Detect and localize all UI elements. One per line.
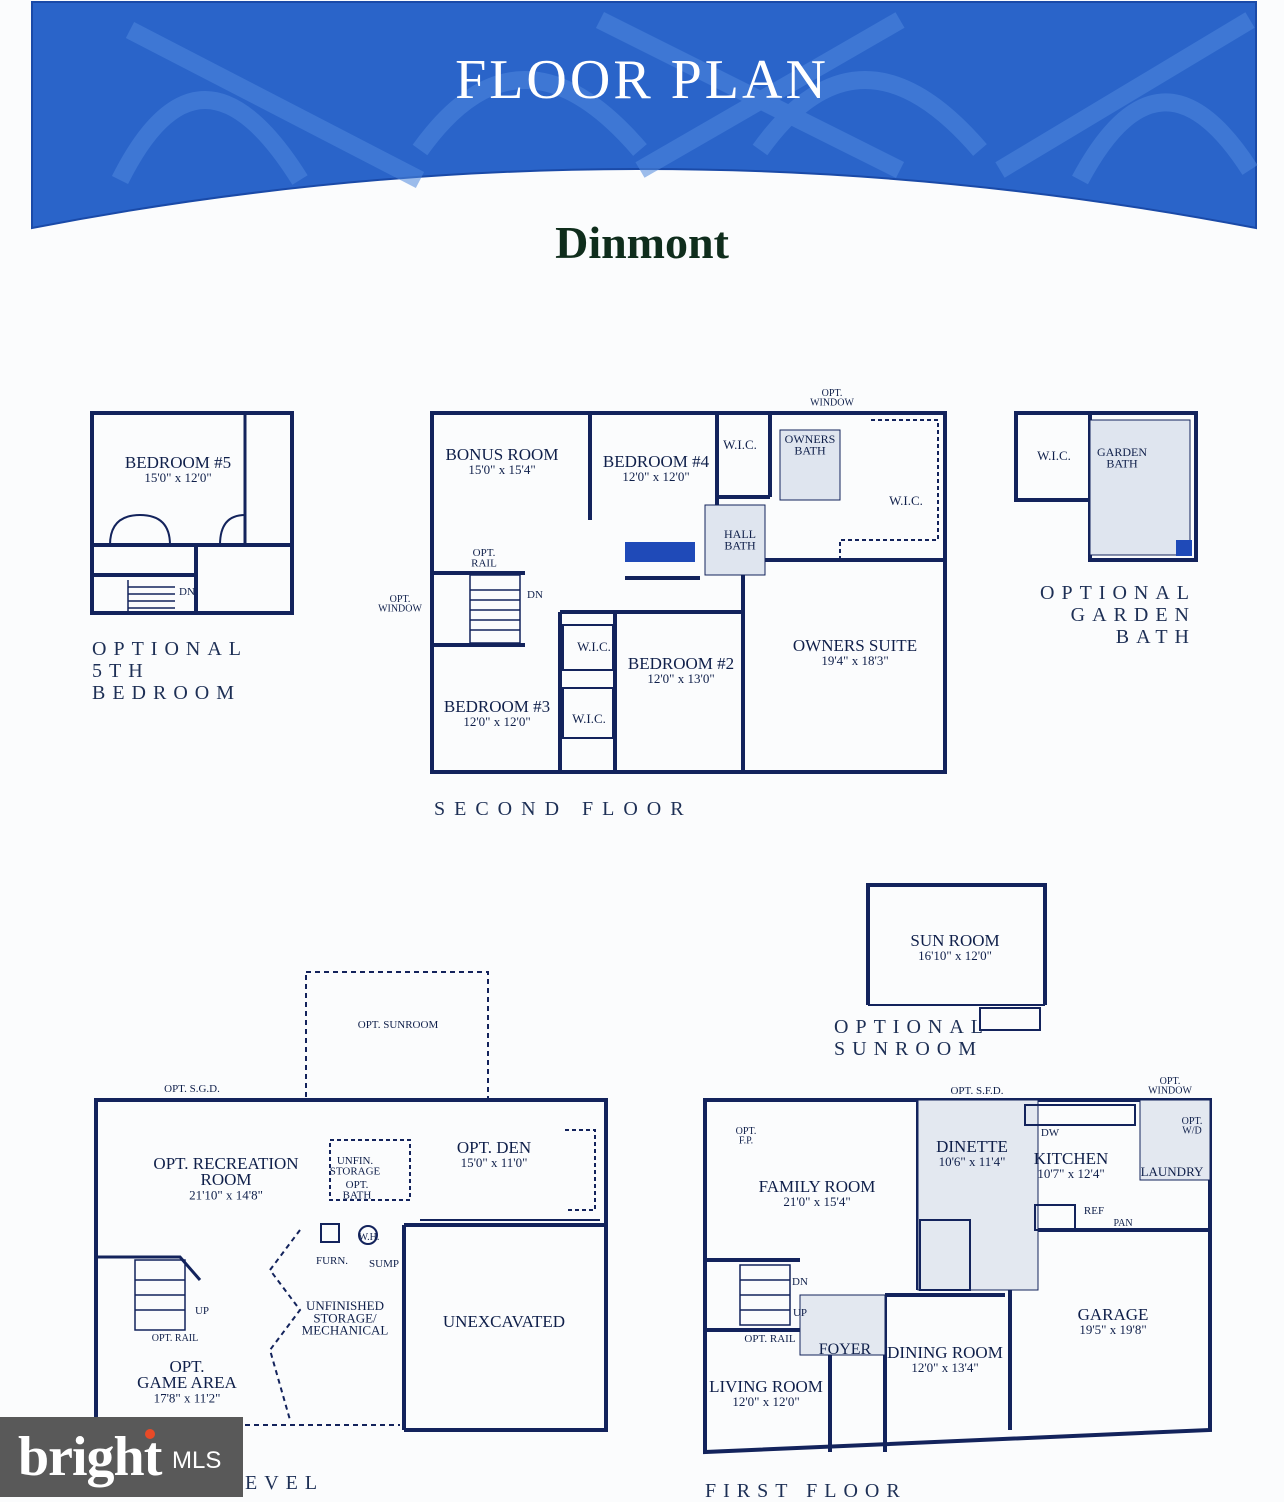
small-labels-dn: DN (179, 586, 195, 598)
small-labels-unexcavated: UNEXCAVATED (443, 1312, 565, 1331)
second-floor-plan (430, 411, 947, 774)
rooms-garage-size: 19'5" x 19'8" (1079, 1322, 1146, 1337)
optional-garden-bath-plan (1014, 411, 1198, 562)
label-optional-sunroom: OPTIONAL SUNROOM (834, 1016, 990, 1060)
small-labels-wic: W.I.C. (577, 639, 611, 654)
logo-dot-icon (145, 1429, 155, 1439)
small-labels-opt-rail: OPT.RAIL (471, 547, 497, 569)
header-band (31, 1, 1258, 230)
small-labels-dn: DN (792, 1276, 808, 1288)
rooms-opt-game-area-size: 17'8" x 11'2" (154, 1390, 221, 1405)
small-labels-pan: PAN (1113, 1218, 1132, 1229)
rooms-bedroom5-size: 15'0" x 12'0" (144, 470, 211, 485)
rooms-living-room-name: LIVING ROOM (709, 1377, 823, 1396)
small-labels-opt-window: OPT.WINDOW (810, 388, 854, 409)
logo-word: bright (18, 1426, 162, 1488)
small-labels-opt-wd: OPT.W/D (1182, 1116, 1203, 1137)
rooms-dinette-size: 10'6" x 11'4" (939, 1154, 1006, 1169)
rooms-bedroom4-size: 12'0" x 12'0" (622, 469, 689, 484)
rooms-dining-room-name: DINING ROOM (887, 1343, 1003, 1362)
label-second-floor: SECOND FLOOR (434, 798, 693, 820)
small-labels-wic: W.I.C. (889, 493, 923, 508)
model-name: Dinmont (555, 217, 729, 268)
rooms-owners-suite-size: 19'4" x 18'3" (821, 653, 888, 668)
rooms-bedroom3-size: 12'0" x 12'0" (463, 714, 530, 729)
label-lower-level: EVEL (245, 1472, 325, 1494)
rooms-living-room-size: 12'0" x 12'0" (732, 1394, 799, 1409)
small-labels-wh: W.H. (359, 1232, 380, 1243)
rooms-bedroom2-name: BEDROOM #2 (628, 654, 734, 673)
rooms-bonus-room-name: BONUS ROOM (446, 445, 559, 464)
bright-mls-logo: bright MLS (0, 1417, 243, 1497)
small-labels-wic: W.I.C. (1037, 448, 1071, 463)
rooms-bedroom5-name: BEDROOM #5 (125, 453, 231, 472)
rooms-kitchen-name: KITCHEN (1034, 1149, 1109, 1168)
optional-5th-bedroom-plan (90, 411, 294, 615)
small-labels-opt-bath: OPT.BATH (343, 1179, 372, 1201)
logo-suffix: MLS (172, 1447, 222, 1474)
label-optional-garden-bath: OPTIONAL GARDEN BATH (1040, 582, 1196, 648)
rooms-opt-recreation-room-size: 21'10" x 14'8" (189, 1187, 263, 1202)
small-labels-opt-rail-single: OPT. RAIL (744, 1333, 795, 1345)
rooms-sun-room-name: SUN ROOM (910, 931, 999, 950)
rooms-bedroom3-name: BEDROOM #3 (444, 697, 550, 716)
small-labels-opt-sunroom: OPT. SUNROOM (358, 1019, 439, 1031)
lower-level-plan (94, 971, 608, 1432)
small-labels-furn: FURN. (316, 1255, 348, 1267)
small-labels-ref: REF (1084, 1205, 1104, 1217)
header-title: FLOOR PLAN (455, 49, 829, 111)
rooms-family-room-name: FAMILY ROOM (759, 1177, 876, 1196)
small-labels-up: UP (195, 1305, 209, 1317)
small-labels-opt-sfd: OPT. S.F.D. (950, 1085, 1003, 1097)
small-labels-opt-fp: OPT.F.P. (736, 1126, 757, 1147)
first-floor-plan (703, 1098, 1212, 1455)
rooms-owners-suite-name: OWNERS SUITE (793, 636, 917, 655)
small-labels-dn: DN (527, 589, 543, 601)
small-labels-wic: W.I.C. (572, 711, 606, 726)
rooms-family-room-size: 21'0" x 15'4" (783, 1194, 850, 1209)
small-labels-opt-sgd: OPT. S.G.D. (164, 1083, 220, 1095)
rooms-opt-den-size: 15'0" x 11'0" (461, 1155, 528, 1170)
label-first-floor: FIRST FLOOR (705, 1480, 907, 1502)
small-labels-wic: W.I.C. (723, 437, 757, 452)
rooms-kitchen-size: 10'7" x 12'4" (1037, 1166, 1104, 1181)
small-labels-opt-window: OPT.WINDOW (1148, 1076, 1192, 1097)
small-labels-opt-window: OPT.WINDOW (378, 594, 422, 615)
rooms-dining-room-size: 12'0" x 13'4" (911, 1360, 978, 1375)
rooms-opt-game-area-name: OPT.GAME AREA (137, 1357, 237, 1392)
small-labels-opt-rail-single: OPT. RAIL (152, 1333, 198, 1344)
rooms-sun-room-size: 16'10" x 12'0" (918, 948, 992, 963)
small-labels-unfin-storage: UNFIN.STORAGE (330, 1155, 381, 1177)
rooms-bedroom2-size: 12'0" x 13'0" (647, 671, 714, 686)
rooms-bonus-room-size: 15'0" x 15'4" (468, 462, 535, 477)
small-labels-laundry: LAUNDRY (1141, 1164, 1204, 1179)
rooms-garage-name: GARAGE (1078, 1305, 1149, 1324)
small-labels-up: UP (793, 1307, 807, 1319)
small-labels-sump: SUMP (369, 1258, 399, 1270)
rooms-dinette-name: DINETTE (936, 1137, 1008, 1156)
label-optional-5th-bedroom: OPTIONAL 5TH BEDROOM (92, 638, 248, 704)
optional-sunroom-plan (866, 883, 1047, 1031)
small-labels-foyer: FOYER (819, 1341, 872, 1358)
rooms-opt-den-name: OPT. DEN (457, 1138, 531, 1157)
rooms-bedroom4-name: BEDROOM #4 (603, 452, 710, 471)
small-labels-dw: DW (1041, 1127, 1060, 1139)
